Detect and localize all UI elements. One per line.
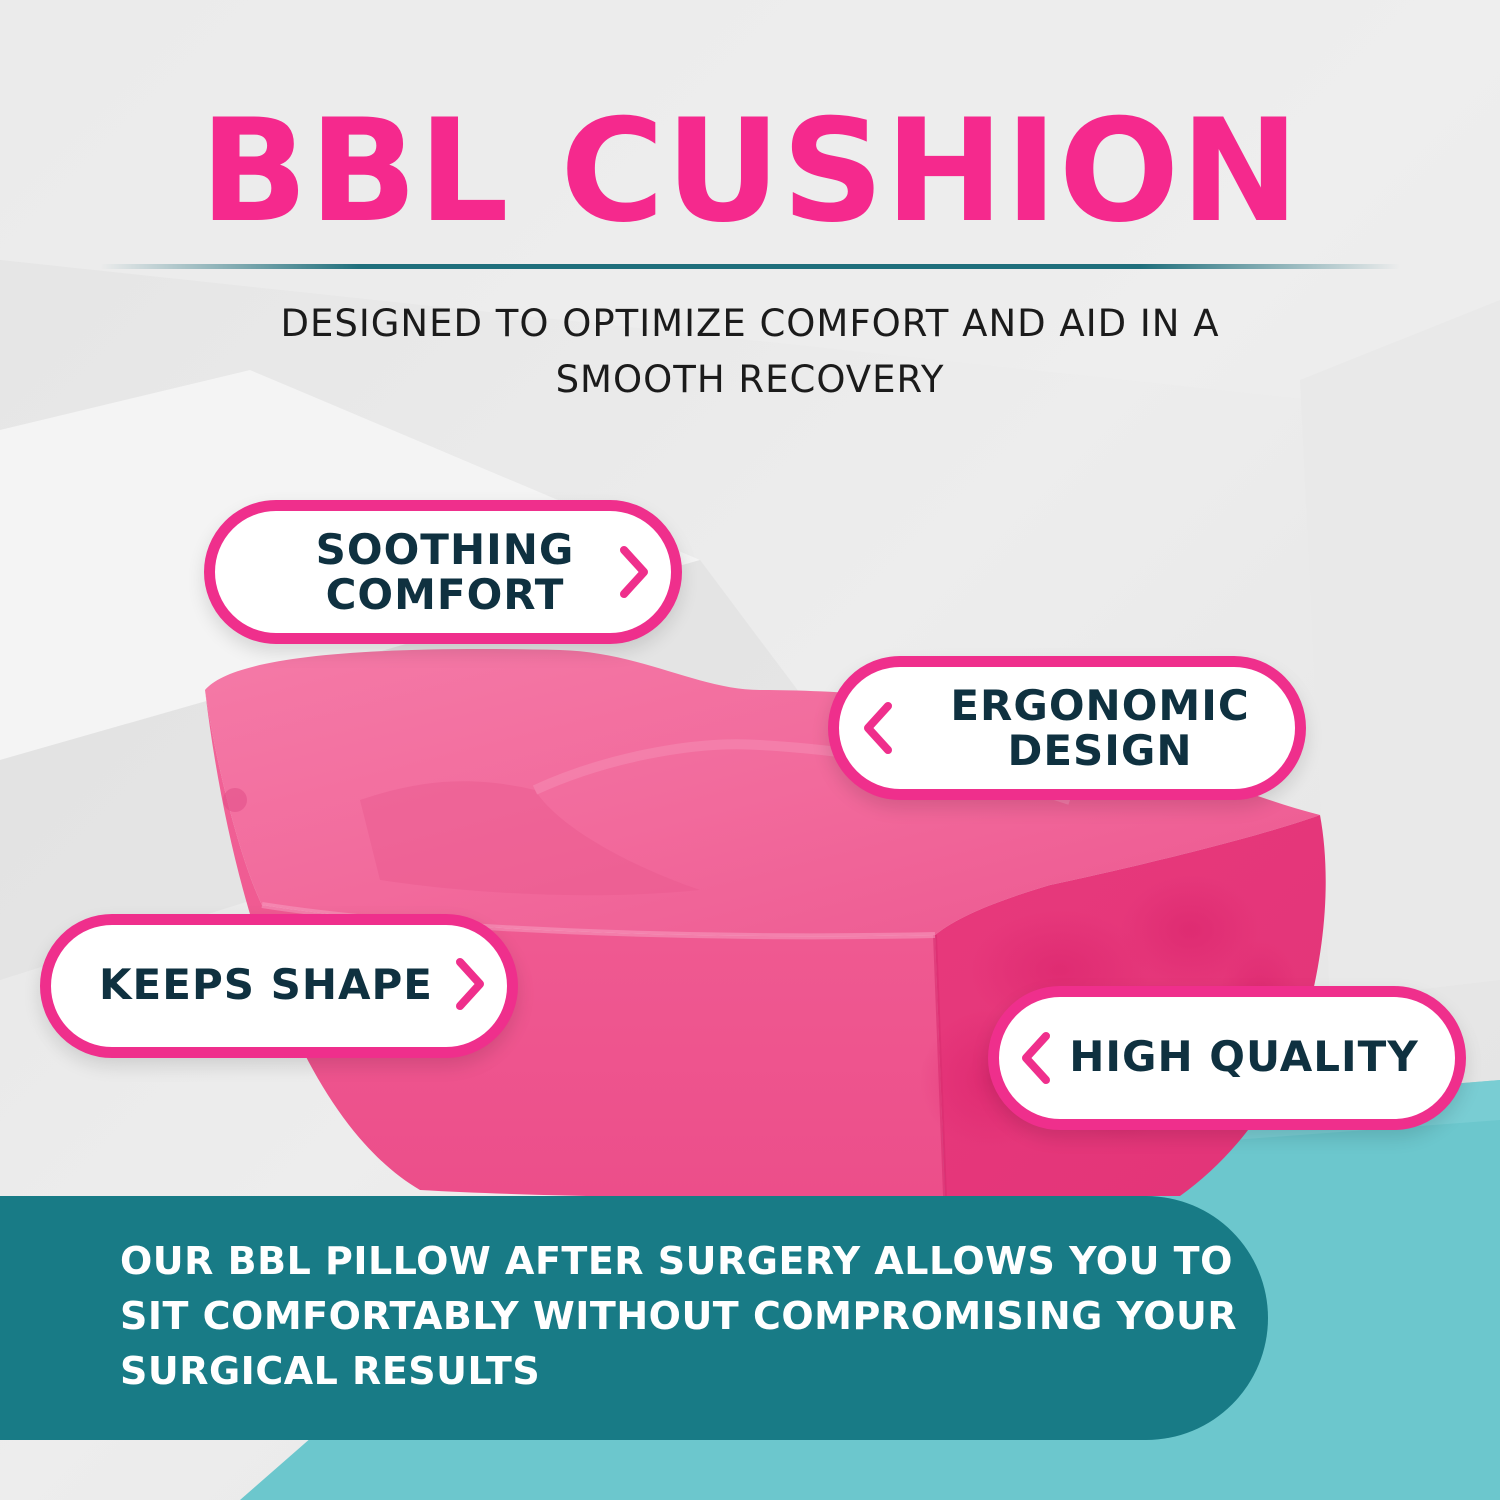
feature-pill-keeps-shape <box>40 914 518 1058</box>
chevron-right-icon <box>456 958 484 1010</box>
feature-high-quality-label: HIGH QUALITY <box>1069 1032 1419 1081</box>
chevron-left-icon <box>864 702 892 754</box>
title-divider <box>100 264 1400 269</box>
banner-text: OUR BBL PILLOW AFTER SURGERY ALLOWS YOU … <box>120 1239 1238 1393</box>
page-title: BBL CUSHION <box>199 89 1301 254</box>
feature-pill-soothing-comfort <box>204 500 682 644</box>
chevron-right-icon <box>620 546 648 598</box>
page-subtitle: DESIGNED TO OPTIMIZE COMFORT AND AID IN … <box>280 302 1220 401</box>
feature-keeps-shape-label: KEEPS SHAPE <box>99 960 433 1009</box>
chevron-left-icon <box>1022 1032 1050 1084</box>
feature-soothing-comfort-line1: SOOTHING <box>315 525 575 574</box>
feature-soothing-comfort-line2: COMFORT <box>325 570 565 619</box>
feature-pill-high-quality <box>988 986 1466 1130</box>
bottom-banner <box>0 1196 1268 1440</box>
feature-pill-ergonomic-design <box>828 656 1306 800</box>
feature-ergonomic-design-line1: ERGONOMIC <box>950 681 1250 730</box>
feature-ergonomic-design-line2: DESIGN <box>1007 726 1193 775</box>
